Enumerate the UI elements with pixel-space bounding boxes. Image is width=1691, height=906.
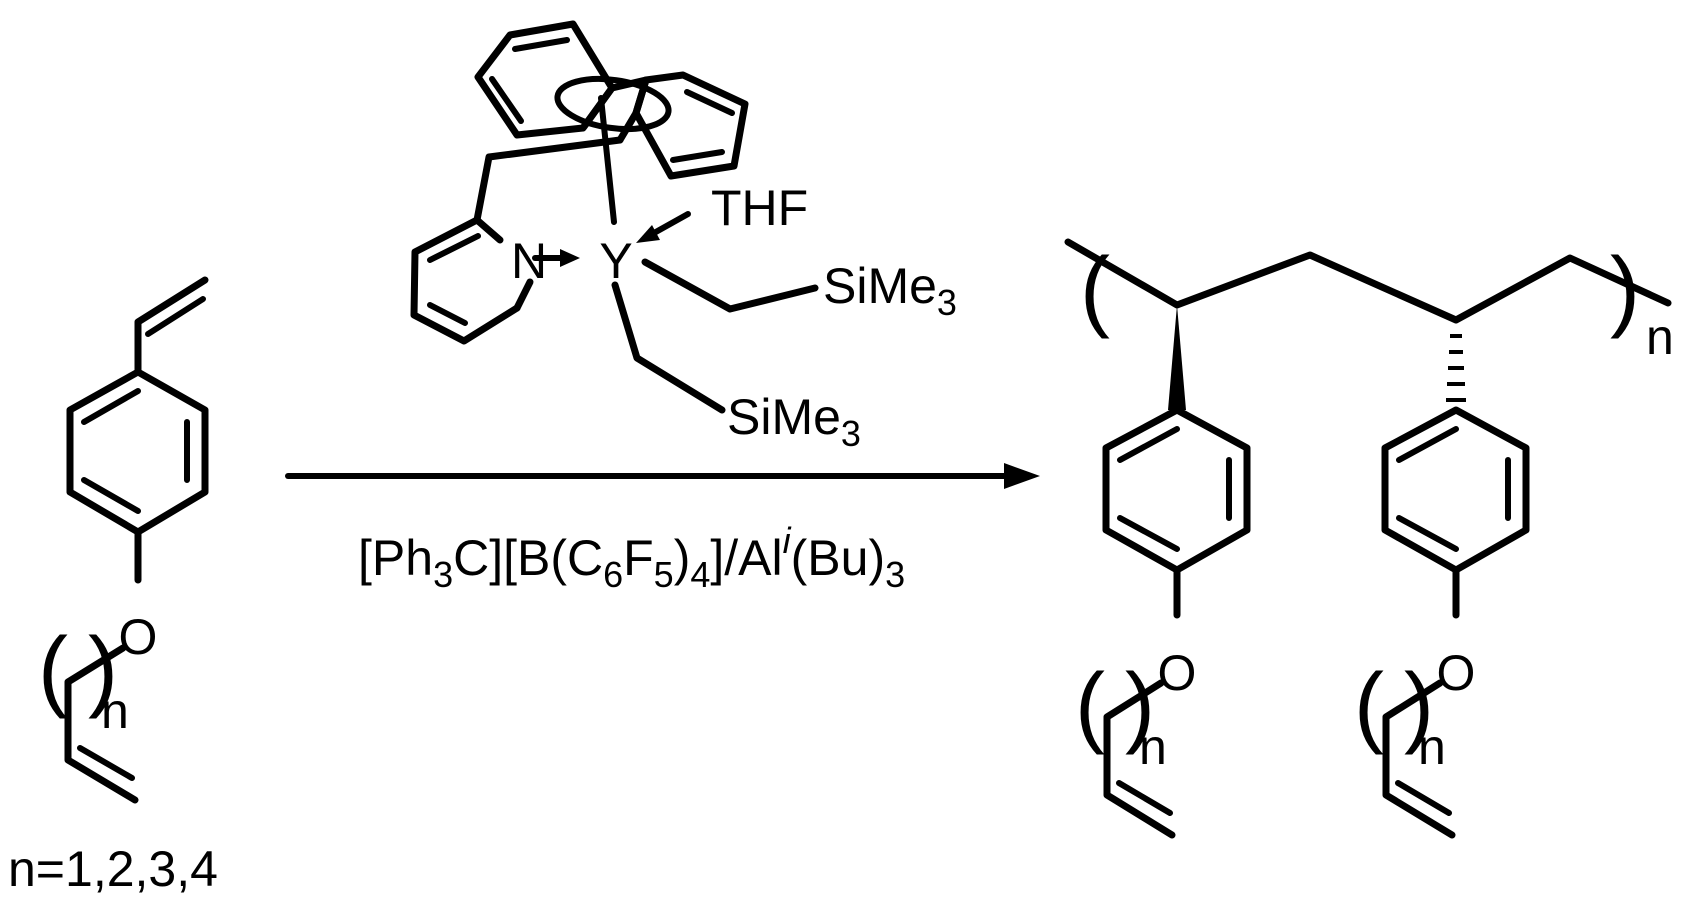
polymer-left-open-paren: ( — [1075, 656, 1105, 756]
polymer-right-oxygen-label: O — [1437, 645, 1476, 701]
y-ch2-bond-lower — [611, 281, 726, 414]
silyl-group-lower: SiMe3 — [727, 389, 861, 454]
fluorenyl-right-ring-double-bonds — [670, 89, 735, 163]
polymer-right-ring-double-bonds — [1396, 426, 1511, 552]
cocat-sub2: 6 — [603, 554, 623, 595]
polymer-left-oxygen-label: O — [1158, 645, 1197, 701]
polymer-right-repeat-index: n — [1418, 719, 1446, 775]
thf-label: THF — [711, 180, 808, 236]
pyridine-double-bonds — [427, 233, 481, 326]
cocat-part2: C][B(C — [453, 530, 603, 586]
cocat-superscript-i: i — [783, 520, 792, 561]
pyridine-c-n-bond — [473, 216, 504, 244]
cocat-part4: ) — [674, 530, 691, 586]
polymer-left-ether-chain — [1103, 679, 1176, 839]
polymer-open-bracket: ( — [1080, 240, 1110, 340]
cocat-sub1: 3 — [433, 554, 453, 595]
monomer-ring-double-bonds — [81, 388, 190, 514]
silyl-upper-subscript: 3 — [937, 282, 957, 323]
methylene-bridge — [473, 136, 624, 224]
pyridine-nitrogen-label: N — [511, 233, 547, 289]
polymer-right-terminal-double-bond — [1395, 780, 1452, 816]
cocat-part1: [Ph — [358, 530, 433, 586]
polymer-wedge-bond — [1168, 305, 1186, 410]
polymer-right-open-paren: ( — [1354, 656, 1384, 756]
monomer-ether-chain — [64, 644, 139, 804]
yttrium-label: Y — [599, 233, 632, 289]
fluorenyl-yttrium-bond — [598, 95, 617, 225]
thf-y-arrowhead — [636, 225, 660, 243]
silyl-group-upper: SiMe3 — [823, 258, 957, 323]
cocat-sub4: 4 — [690, 554, 710, 595]
cocat-part3: F — [623, 530, 654, 586]
monomer-oxygen-label: O — [119, 609, 158, 665]
cocatalyst-formula: [Ph3C][B(C6F5)4]/Ali(Bu)3 — [358, 520, 905, 595]
eta5-ring-ellipse — [554, 75, 672, 133]
polymer-left-repeat-index: n — [1139, 719, 1167, 775]
monomer-vinyl-bond — [134, 276, 209, 376]
monomer-vinyl-double-bond — [145, 296, 206, 337]
y-ch2-bond-upper — [641, 258, 819, 313]
n-y-arrowhead — [560, 249, 580, 267]
polymer-backbone — [1064, 238, 1672, 324]
monomer-repeat-index: n — [101, 683, 129, 739]
pyridine-n-c-bond — [513, 278, 534, 312]
catalyst-structure — [410, 20, 819, 414]
silyl-upper-text: SiMe — [823, 258, 937, 314]
pyridine-ring — [410, 216, 521, 345]
monomer-close-paren: ) — [88, 620, 118, 720]
cocat-part6: (Bu) — [791, 530, 885, 586]
polymer-right-ether-chain — [1382, 679, 1456, 839]
polymer-hashed-bond — [1446, 318, 1466, 402]
polymer-left-terminal-double-bond — [1116, 780, 1173, 816]
polymer-close-bracket: ) — [1610, 240, 1640, 340]
polymer-right-close-paren: ) — [1404, 656, 1434, 756]
cocat-part5: ]/Al — [710, 530, 782, 586]
fluorenyl-left-ring-double-bonds — [489, 37, 570, 124]
polymer-left-ring-double-bonds — [1117, 426, 1232, 552]
polymer-left-close-paren: ) — [1125, 656, 1155, 756]
monomer-structure — [64, 276, 209, 804]
monomer-terminal-double-bond — [77, 745, 135, 781]
polymer-repeat-index: n — [1646, 309, 1674, 365]
polymer-structure — [1064, 238, 1672, 839]
cocat-sub5: 3 — [885, 554, 905, 595]
silyl-lower-text: SiMe — [727, 389, 841, 445]
monomer-n-values-label: n=1,2,3,4 — [8, 841, 218, 897]
cocat-sub3: 5 — [654, 554, 674, 595]
silyl-lower-subscript: 3 — [841, 413, 861, 454]
monomer-open-paren: ( — [38, 620, 68, 720]
reaction-arrowhead — [1004, 463, 1040, 489]
thf-y-dative-bond — [651, 211, 691, 236]
